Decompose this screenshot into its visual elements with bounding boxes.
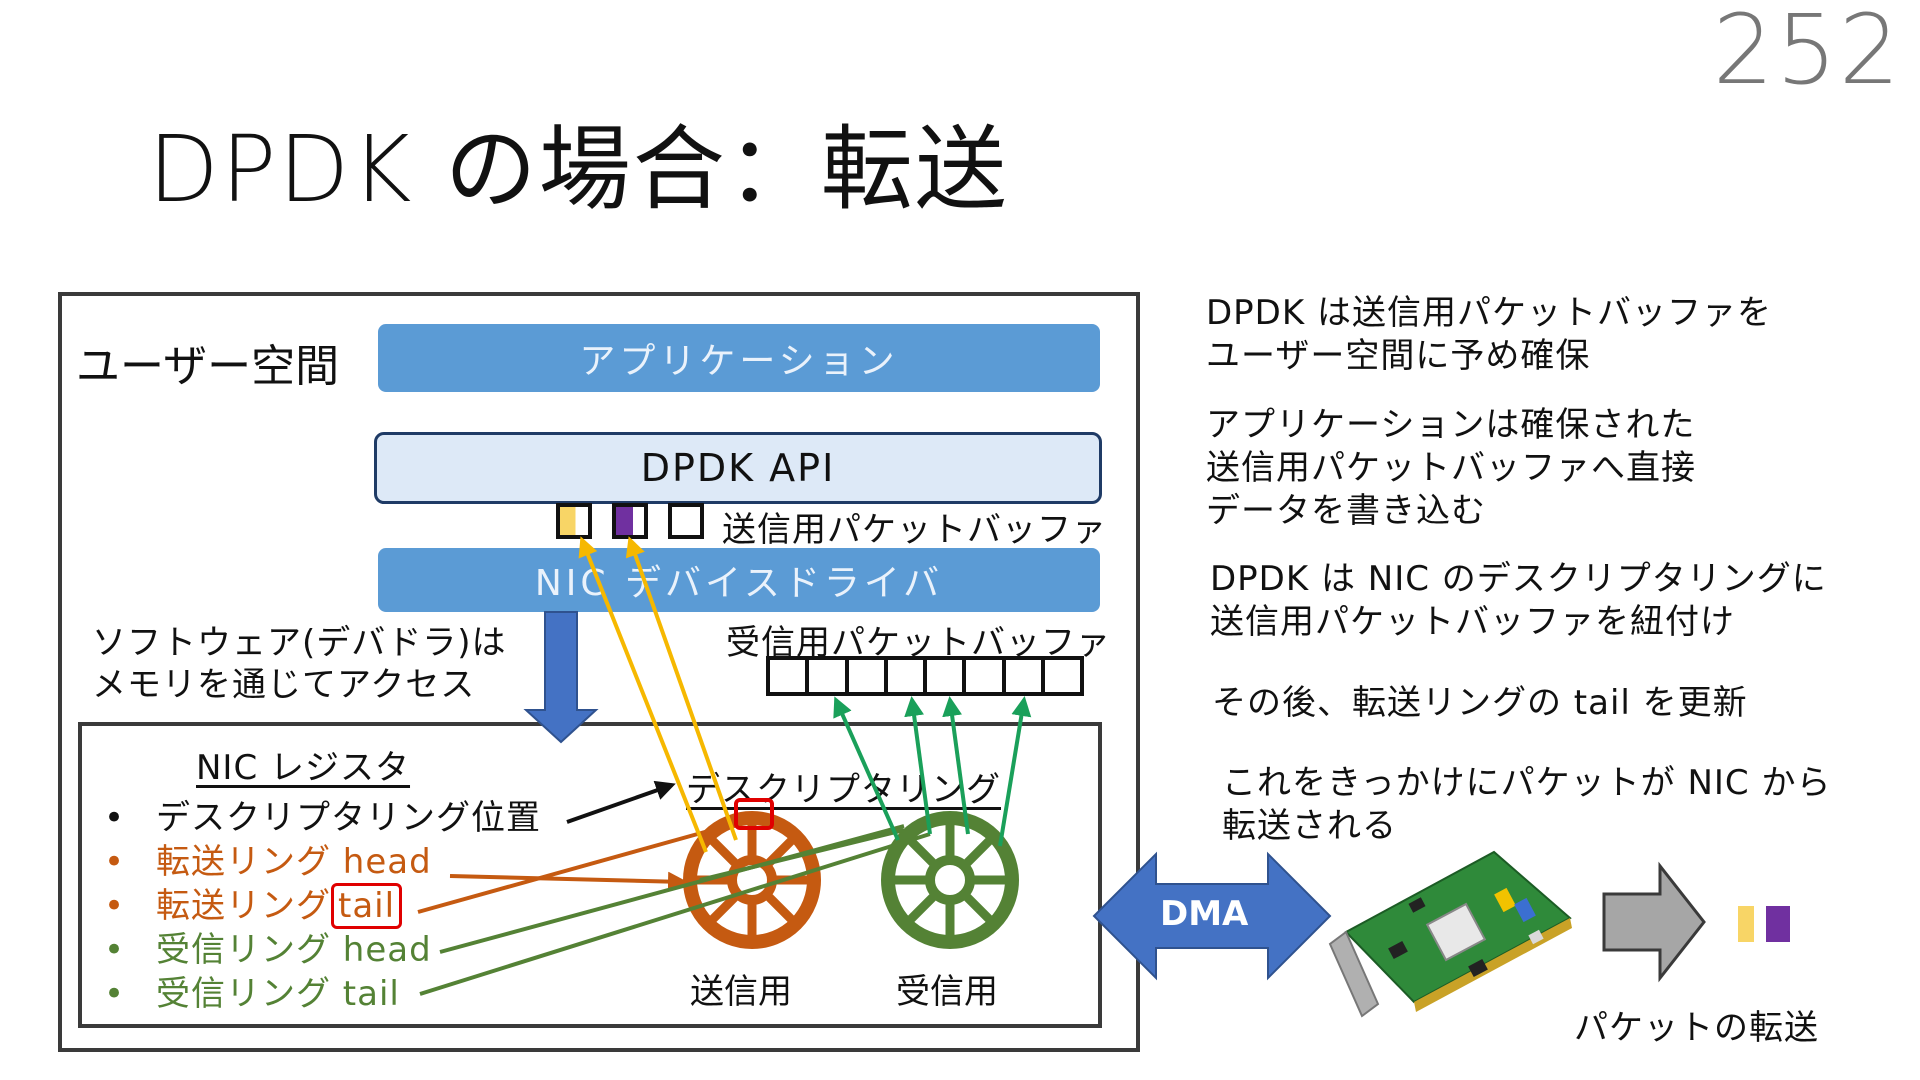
- rx-buffer-link-3: [942, 696, 970, 835]
- rx-buffer-cell: [849, 660, 888, 692]
- application-label: アプリケーション: [579, 341, 899, 382]
- descriptor-ring-label: デスクリプタリング: [686, 770, 1001, 810]
- packet-transfer-label: パケットの転送: [1574, 1008, 1819, 1048]
- nic-register-title: NIC レジスタ: [196, 748, 411, 788]
- application-layer: アプリケーション: [378, 324, 1100, 392]
- tx-tail-highlight: tail: [331, 883, 403, 929]
- nic-frame: [78, 722, 1102, 1028]
- rx-buffer-link-2: [904, 696, 932, 835]
- rx-head-pointer: [439, 824, 905, 954]
- rx-tail-pointer: [419, 832, 931, 996]
- rx-buffer-cell: [770, 660, 810, 692]
- dpdk-api-label: DPDK API: [640, 446, 836, 490]
- tx-buffer-cell-3: [668, 503, 704, 539]
- rx-buffer-cell: [888, 660, 927, 692]
- tx-tail-pointer: [417, 828, 713, 914]
- rx-ring-wheel: [881, 811, 1019, 949]
- note-line: 送信用パケットバッファへ直接: [1206, 448, 1696, 488]
- dpdk-api-layer: DPDK API: [374, 432, 1102, 504]
- note-line: 転送される: [1222, 806, 1397, 846]
- dma-label: DMA: [1160, 894, 1249, 934]
- memory-access-arrow: [523, 611, 599, 744]
- rx-buffer-link-4: [998, 696, 1032, 847]
- note-5: これをきっかけにパケットが NIC から 転送される: [1222, 762, 1831, 848]
- packet-yellow: [1738, 906, 1754, 942]
- tx-buffer-label: 送信用パケットバッファ: [722, 510, 1107, 550]
- slide-title: DPDK の場合：転送: [148, 116, 1009, 223]
- nic-card-icon: [1328, 850, 1572, 1018]
- register-tx-tail-prefix: 転送リング: [156, 886, 331, 926]
- register-rx-head: 受信リング head: [104, 928, 541, 972]
- rx-buffer-cell: [927, 660, 967, 692]
- dma-arrow: [1092, 851, 1332, 981]
- note-line: アプリケーションは確保された: [1206, 405, 1696, 445]
- slide-number: 252: [1712, 0, 1902, 106]
- descriptor-buffer-link-1: [578, 536, 708, 853]
- rx-buffer-cell: [809, 660, 849, 692]
- note-4: その後、転送リングの tail を更新: [1212, 682, 1748, 725]
- packet-purple: [1766, 906, 1790, 942]
- rx-buffer-link-1: [833, 696, 900, 841]
- note-line: ユーザー空間に予め確保: [1206, 336, 1591, 376]
- tx-head-pointer: [449, 871, 688, 892]
- register-tx-head: 転送リング head: [104, 840, 541, 884]
- note-2: アプリケーションは確保された 送信用パケットバッファへ直接 データを書き込む: [1206, 404, 1696, 533]
- nic-driver-layer: NIC デバイスドライバ: [378, 548, 1100, 612]
- note-line: DPDK は NIC のデスクリプタリングに: [1210, 559, 1827, 599]
- rx-buffer-cell: [1006, 660, 1045, 692]
- descriptor-buffer-link-2: [625, 536, 738, 841]
- note-1: DPDK は送信用パケットバッファを ユーザー空間に予め確保: [1206, 292, 1772, 378]
- rx-buffer-cell: [966, 660, 1006, 692]
- register-rx-tail: 受信リング tail: [104, 972, 541, 1016]
- note-3: DPDK は NIC のデスクリプタリングに 送信用パケットバッファを紐付け: [1210, 558, 1827, 644]
- tx-buffer-cell-1: [556, 503, 592, 539]
- rx-ring-label: 受信用: [896, 972, 998, 1012]
- note-line: その後、転送リングの tail を更新: [1212, 683, 1748, 723]
- software-note-line: メモリを通じてアクセス: [92, 665, 476, 705]
- software-note-line: ソフトウェア(デバドラ)は: [92, 623, 507, 663]
- ring-position-arrow: [566, 780, 676, 824]
- tx-ring-label: 送信用: [690, 972, 792, 1012]
- software-access-note: ソフトウェア(デバドラ)は メモリを通じてアクセス: [92, 622, 507, 706]
- system-frame: [58, 292, 1140, 1052]
- nic-driver-label: NIC デバイスドライバ: [534, 563, 944, 604]
- tx-tail-slot-highlight: [734, 798, 774, 830]
- rx-ring-link: [699, 828, 905, 882]
- note-line: これをきっかけにパケットが NIC から: [1222, 763, 1832, 803]
- note-line: DPDK は送信用パケットバッファを: [1206, 293, 1772, 333]
- note-line: 送信用パケットバッファを紐付け: [1210, 602, 1735, 642]
- register-ring-position: デスクリプタリング位置: [104, 796, 541, 840]
- packet-transfer-arrow: [1602, 861, 1706, 983]
- user-space-label: ユーザー空間: [76, 341, 340, 392]
- note-line: データを書き込む: [1206, 491, 1486, 531]
- rx-buffer: [766, 656, 1084, 696]
